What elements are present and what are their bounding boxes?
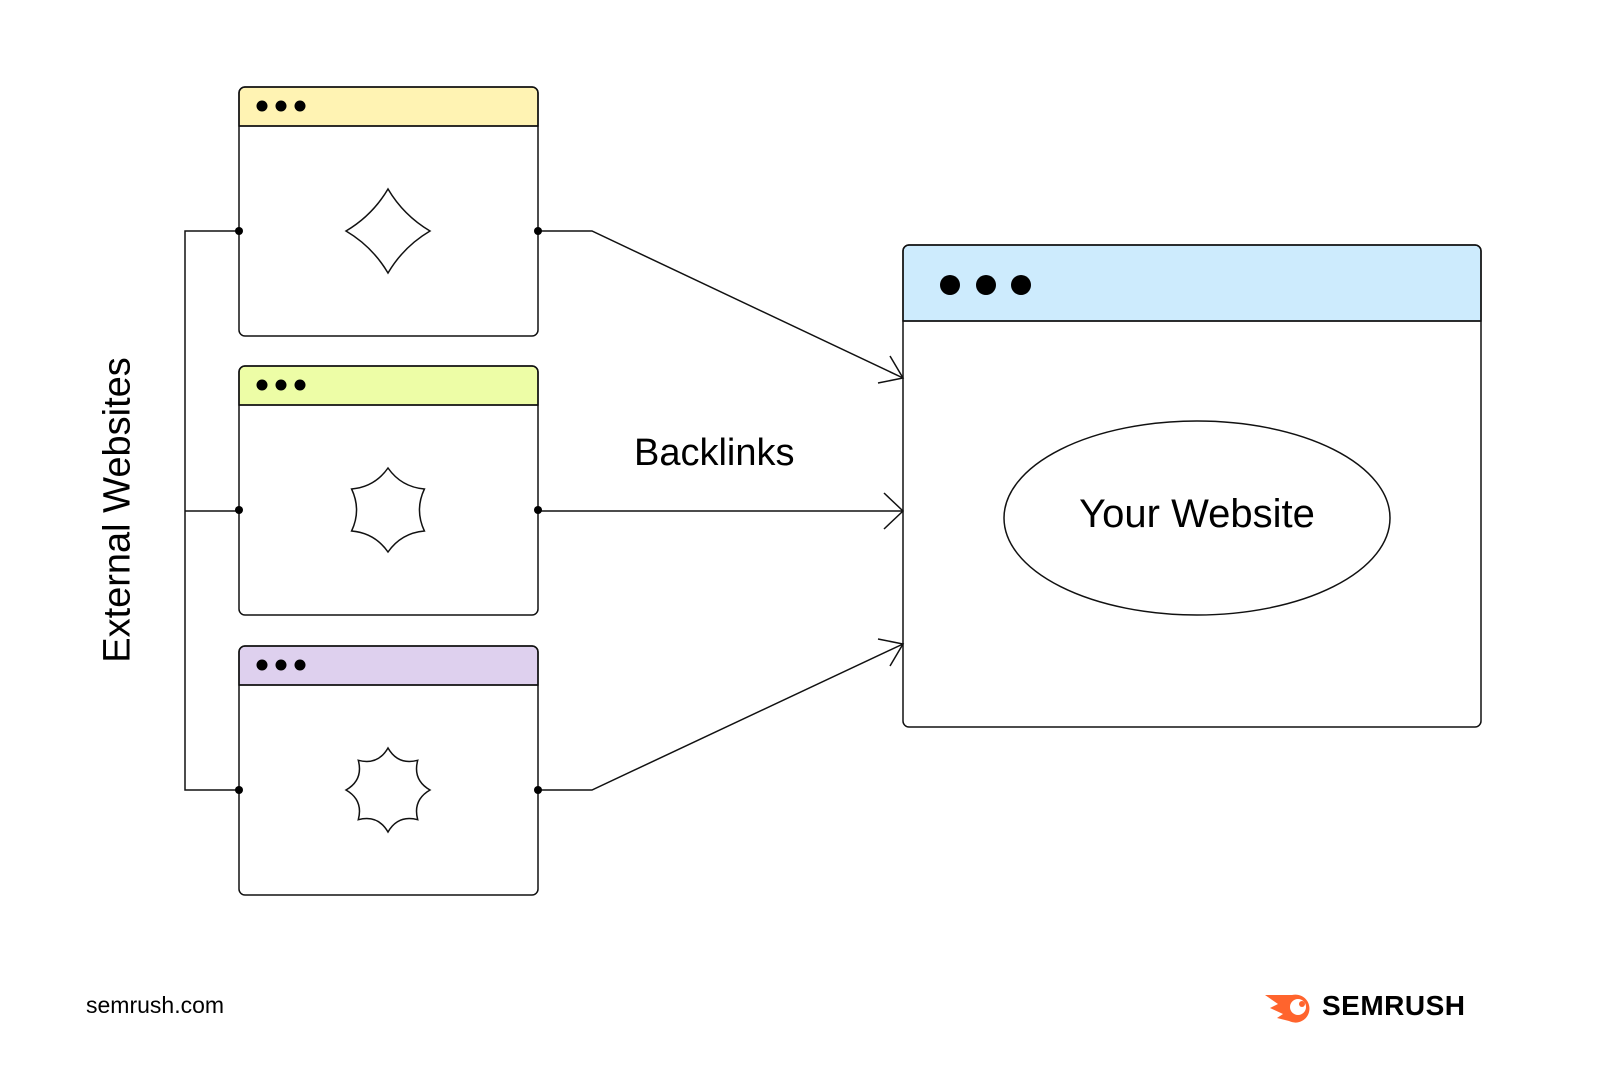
- window-dot-icon: [294, 100, 306, 112]
- your-website-window: [902, 244, 1482, 728]
- window-frame: [238, 645, 539, 896]
- your-website-label: Your Website: [1079, 492, 1315, 536]
- bracket-line: [184, 230, 239, 791]
- backlinks-label: Backlinks: [634, 432, 795, 474]
- connector-dot: [534, 786, 542, 794]
- external-websites-label: External Websites: [96, 357, 139, 663]
- connector-bottom: [538, 643, 904, 791]
- external-website-window: [235, 365, 542, 616]
- window-dot-icon: [294, 659, 306, 671]
- connector-dot: [534, 506, 542, 514]
- window-dot-icon: [256, 659, 268, 671]
- external-website-window: [235, 645, 542, 896]
- window-dot-icon: [976, 275, 996, 295]
- window-dot-icon: [256, 379, 268, 391]
- connector-dot: [534, 227, 542, 235]
- your-website-ellipse: [1003, 420, 1391, 616]
- external-website-window: [235, 86, 542, 337]
- window-dot-icon: [940, 275, 960, 295]
- connector-dot: [235, 227, 243, 235]
- window-frame: [238, 365, 539, 616]
- site-logo-shape-icon: [344, 746, 432, 834]
- window-dot-icon: [275, 659, 287, 671]
- window-dot-icon: [275, 100, 287, 112]
- window-dot-icon: [294, 379, 306, 391]
- window-dot-icon: [275, 379, 287, 391]
- connector-dot: [235, 786, 243, 794]
- window-frame: [238, 86, 539, 337]
- brand-wordmark: SEMRUSH: [1322, 990, 1466, 1021]
- window-dot-icon: [256, 100, 268, 112]
- site-logo-shape-icon: [344, 187, 432, 275]
- window-dot-icon: [1011, 275, 1031, 295]
- site-logo-shape-icon: [350, 466, 426, 554]
- semrush-logo-icon: [1265, 994, 1310, 1023]
- footer-url: semrush.com: [86, 992, 225, 1018]
- arrowhead-top: [877, 355, 905, 384]
- connector-top: [538, 230, 904, 379]
- connector-dot: [235, 506, 243, 514]
- arrowhead-bottom: [877, 638, 905, 667]
